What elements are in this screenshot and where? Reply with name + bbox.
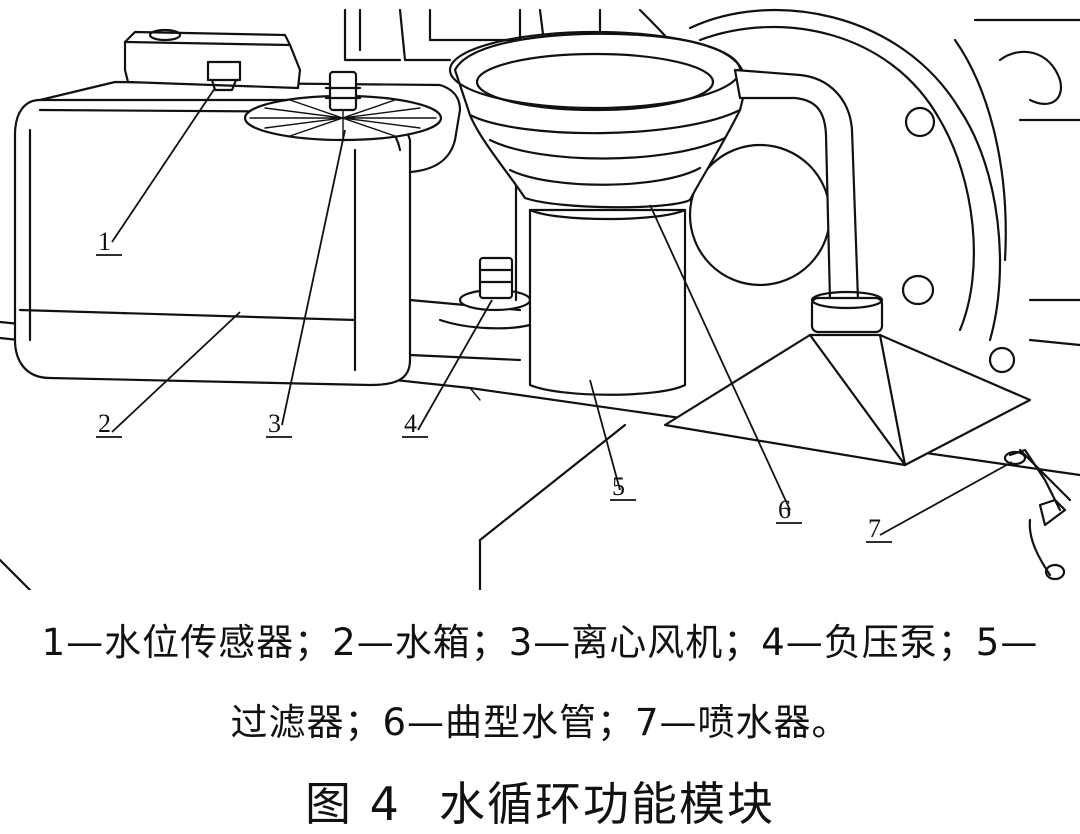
figure-caption: 图 4 水循环功能模块 <box>0 768 1080 834</box>
callout-2: 2 <box>96 311 241 438</box>
label-6: 6 <box>778 495 791 524</box>
figure-number: 图 4 <box>305 777 401 831</box>
filter <box>514 163 687 396</box>
legend-line-1: 1—水位传感器；2—水箱；3—离心风机；4—负压泵；5— <box>41 621 1039 664</box>
water-level-sensor <box>123 28 302 92</box>
sprayer <box>663 290 1072 581</box>
callout-4: 4 <box>402 299 493 438</box>
figure-title: 水循环功能模块 <box>438 777 775 831</box>
label-4: 4 <box>404 409 417 438</box>
callout-5: 5 <box>589 379 636 501</box>
callout-3: 3 <box>266 129 346 438</box>
label-5: 5 <box>612 472 625 501</box>
water-tank <box>13 80 522 387</box>
label-1: 1 <box>98 227 111 256</box>
legend-line-2: 过滤器；6—曲型水管；7—喷水器。 <box>230 701 850 744</box>
mechanical-drawing: 1 2 3 4 5 6 7 <box>0 8 1080 590</box>
curved-water-pipe <box>448 30 860 302</box>
negative-pressure-pump <box>438 256 532 330</box>
callout-7: 7 <box>866 461 1013 543</box>
label-7: 7 <box>868 514 881 543</box>
label-3: 3 <box>268 409 281 438</box>
callout-1: 1 <box>96 87 216 256</box>
label-2: 2 <box>98 409 111 438</box>
callout-6: 6 <box>649 204 802 524</box>
